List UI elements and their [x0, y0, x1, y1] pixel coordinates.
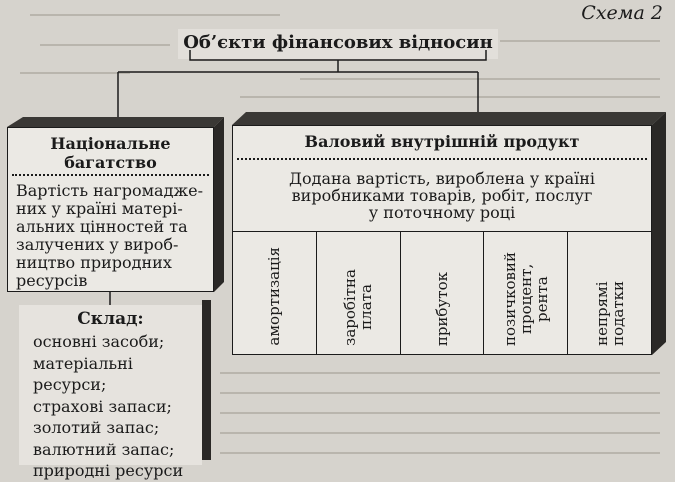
dotted-divider — [237, 158, 647, 160]
list-item: ресурси; — [33, 375, 107, 394]
list-item: матеріальні — [33, 353, 133, 373]
gdp-component-indirect-taxes: непрямі податки — [592, 281, 627, 346]
list-item: страхові запаси; — [33, 396, 172, 416]
title-bracket — [189, 50, 487, 61]
composition-shadow — [202, 300, 211, 460]
national-wealth-description: Вартість нагромадже- них у країні матері… — [16, 181, 204, 290]
gdp-description: Додана вартість, вироблена у країні виро… — [288, 169, 596, 222]
gdp-heading: Валовий внутрішній продукт — [304, 132, 580, 151]
list-item: природні ресурси — [33, 461, 184, 480]
gdp-components: амортизація заробітна плата прибуток поз… — [233, 231, 651, 354]
list-item: золотий запас; — [33, 418, 160, 437]
gdp-component-wages: заробітна плата — [317, 232, 401, 354]
composition-title: Склад: — [77, 309, 144, 329]
gdp-top-bevel — [232, 112, 666, 125]
national-wealth-heading: Національне багатство — [50, 134, 171, 172]
national-wealth-box: Національне багатство Вартість нагромадж… — [7, 127, 214, 292]
gdp-side-bevel — [652, 112, 666, 355]
dotted-divider — [12, 174, 209, 176]
gdp-box: Валовий внутрішній продукт Додана вартіс… — [232, 125, 652, 355]
gdp-component-depreciation: амортизація — [233, 232, 317, 354]
connector-lines — [7, 50, 666, 460]
national-wealth-side-bevel — [214, 117, 224, 292]
gdp-component-interest-rent: позичковий процент, рента — [484, 232, 569, 354]
national-wealth-top-bevel — [7, 117, 224, 127]
diagram-title: Об’єкти фінансових відносин — [178, 29, 498, 59]
list-item: валютний запас; — [33, 439, 175, 459]
gdp-component-profit: прибуток — [401, 232, 485, 354]
composition-box: Склад: основні засоби; матеріальні ресур… — [19, 305, 202, 480]
scheme-label: Схема 2 — [581, 2, 663, 24]
composition-list: основні засоби; матеріальні ресурси; стр… — [33, 331, 183, 482]
list-item: основні засоби; — [33, 332, 165, 351]
